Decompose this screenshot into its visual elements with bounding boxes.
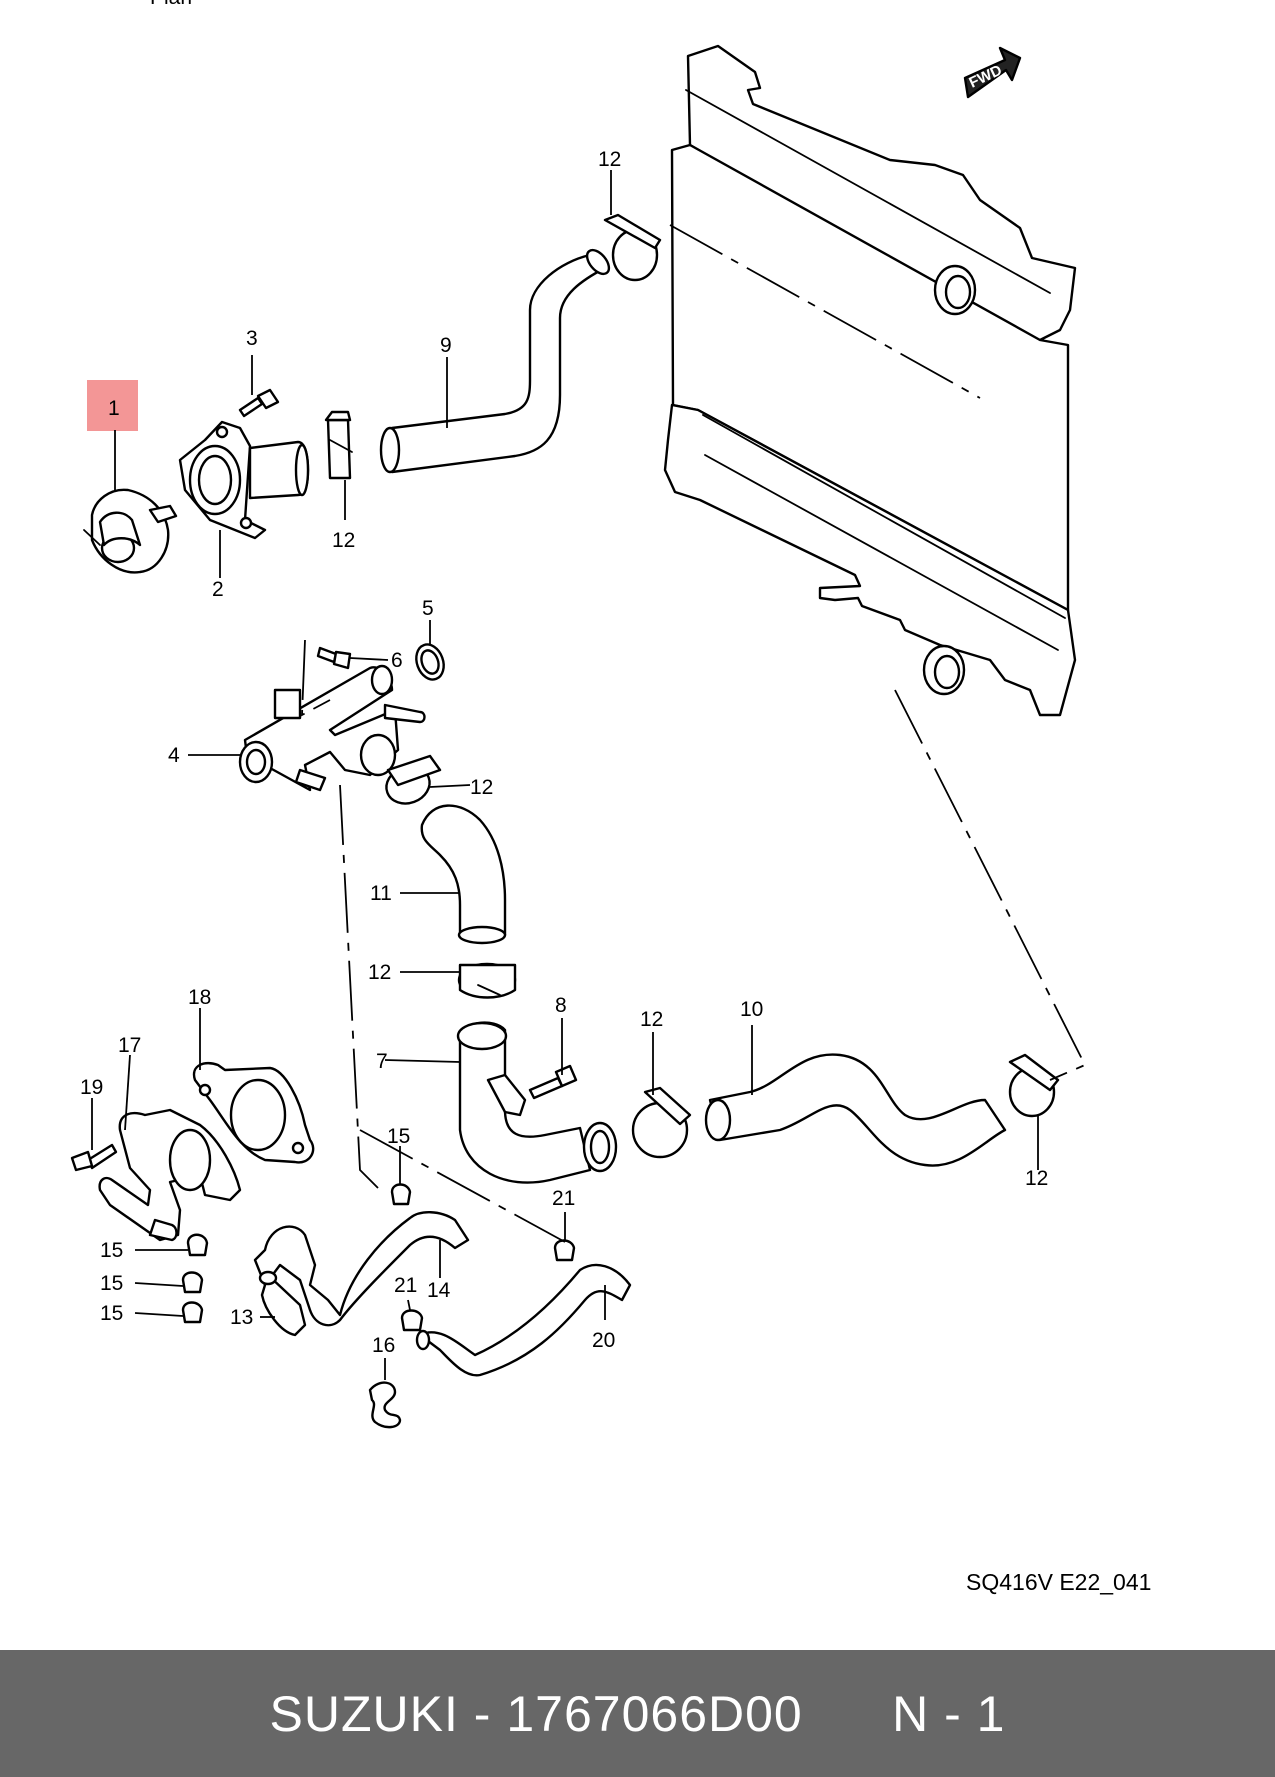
pipe-7 (456, 1021, 618, 1184)
callout-5: 5 (422, 597, 434, 620)
callout-15-d: 15 (100, 1302, 123, 1325)
callout-18: 18 (188, 986, 211, 1009)
callout-12-e: 12 (640, 1008, 663, 1031)
callout-12-f: 12 (1025, 1167, 1048, 1190)
callout-10: 10 (740, 998, 763, 1021)
callout-8: 8 (555, 994, 567, 1017)
callout-21-a: 21 (552, 1187, 575, 1210)
highlight-part-1 (87, 380, 138, 431)
callout-17: 17 (118, 1034, 141, 1057)
clamp-21-b (400, 1309, 424, 1332)
inlet-flange-17 (98, 1108, 242, 1242)
bolt-19 (70, 1143, 118, 1172)
gasket-18 (192, 1061, 315, 1164)
clamp-12-pipe (385, 754, 442, 805)
bolt-6 (316, 646, 352, 670)
thermostat-cap-2 (178, 420, 310, 540)
clamp-12-lower-a (457, 962, 517, 999)
parts-diagram: Plan FWD (70, 0, 1151, 1595)
clamp-12-lower-b (631, 1086, 692, 1159)
clip-16 (368, 1381, 402, 1429)
callout-19: 19 (80, 1076, 103, 1099)
callout-12-d: 12 (368, 961, 391, 984)
clamp-15-c (181, 1301, 204, 1324)
bolt-3 (238, 388, 280, 418)
callout-3: 3 (246, 327, 258, 350)
bolt-8 (528, 1064, 578, 1100)
assembly-line (301, 639, 331, 717)
clamp-15-b (181, 1271, 204, 1294)
hose-13-14 (253, 1211, 470, 1337)
hose-10 (704, 1053, 1007, 1167)
callout-4: 4 (168, 744, 180, 767)
callout-16: 16 (372, 1334, 395, 1357)
assembly-line (669, 224, 981, 399)
footer-caption: SUZUKI - 1767066D00 N - 1 (270, 1685, 1006, 1743)
callout-15-c: 15 (100, 1272, 123, 1295)
clamp-12-mid (324, 410, 353, 480)
clamp-12-right (1008, 1053, 1060, 1118)
hose-20 (415, 1263, 632, 1377)
assembly-line (359, 1129, 566, 1243)
assembly-line (339, 784, 379, 1189)
footer-separator: - (458, 1685, 507, 1742)
clamp-12-upper (603, 213, 662, 282)
callout-12-a: 12 (598, 148, 621, 171)
assembly-line (894, 689, 1087, 1081)
callout-13: 13 (230, 1306, 253, 1329)
callout-2: 2 (212, 578, 224, 601)
clamp-15-d (390, 1183, 412, 1206)
callout-15-b: 15 (100, 1239, 123, 1262)
callout-14: 14 (427, 1279, 451, 1302)
footer-suffix: N - 1 (892, 1685, 1006, 1742)
fwd-label: FWD (967, 62, 1005, 92)
diagram-code: SQ416V E22_041 (966, 1569, 1151, 1595)
fwd-arrow-icon: FWD (963, 46, 1022, 99)
radiator (663, 44, 1077, 717)
hose-11 (420, 804, 507, 945)
footer-part-number: 1767066D00 (506, 1685, 803, 1742)
callout-6: 6 (391, 649, 403, 672)
clamp-15-a (186, 1233, 209, 1257)
callout-15-a: 15 (387, 1125, 410, 1148)
leader-lines (91, 170, 1039, 1380)
header-fragment: Plan (150, 0, 192, 9)
thermostat-1 (83, 488, 178, 574)
callout-1: 1 (108, 397, 120, 420)
o-ring-5 (415, 643, 445, 681)
hose-9 (379, 248, 611, 474)
clamp-21-a (553, 1239, 576, 1262)
callout-20: 20 (592, 1329, 615, 1352)
callout-21-b: 21 (394, 1274, 417, 1297)
callout-7: 7 (376, 1050, 388, 1073)
footer-brand: SUZUKI (269, 1685, 459, 1742)
footer-gap (803, 1686, 892, 1742)
water-pipe-4 (238, 664, 426, 792)
callout-12-c: 12 (470, 776, 493, 799)
footer-bar: SUZUKI - 1767066D00 N - 1 (0, 1650, 1275, 1777)
callout-9: 9 (440, 334, 452, 357)
callout-11: 11 (370, 882, 392, 905)
callout-12-b: 12 (332, 529, 355, 552)
